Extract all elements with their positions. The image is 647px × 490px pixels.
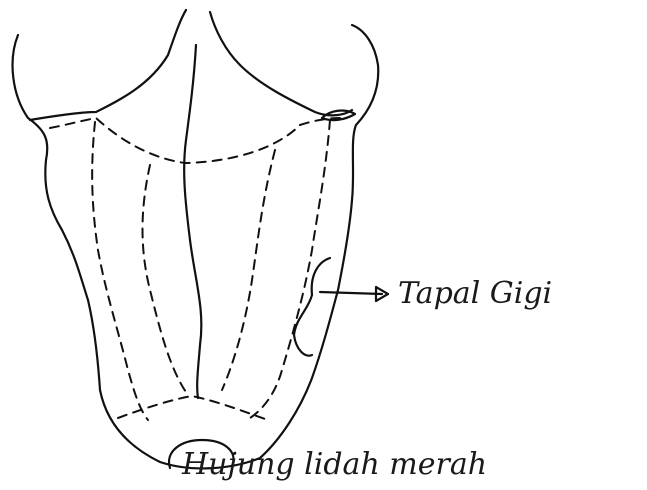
left-inner-zone-line [143, 165, 189, 395]
right-outer-zone-line [250, 120, 330, 418]
tooth-mark-arrow-line [320, 292, 382, 294]
median-groove [184, 45, 201, 398]
tongue-root-right [210, 12, 352, 115]
tongue-outline [13, 25, 379, 468]
tongue-root-left [30, 10, 186, 120]
right-inner-zone-line [222, 150, 275, 390]
left-outer-zone-line [92, 122, 148, 420]
tongue-tip-label: Hujung lidah merah [181, 447, 487, 482]
tooth-mark-label: Tapal Gigi [398, 276, 552, 311]
